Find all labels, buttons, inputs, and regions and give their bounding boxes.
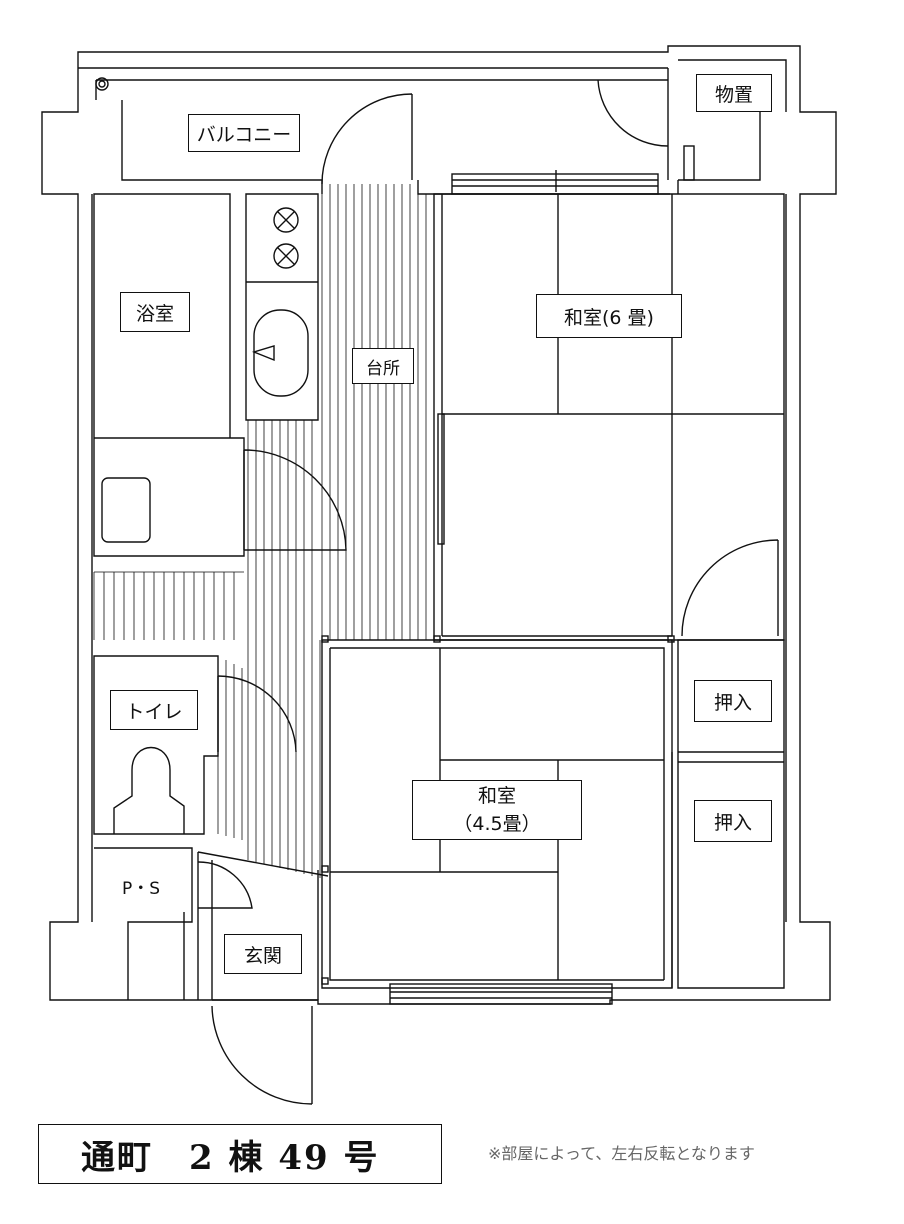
balcony-door [321, 93, 413, 185]
closet-door [681, 539, 779, 637]
washitsu6-label: 和室(6 畳) [536, 294, 682, 338]
closet-lower-label: 押入 [694, 800, 772, 842]
balcony-rail [78, 67, 668, 112]
ps-label: P・S [121, 878, 161, 899]
closet-upper-label: 押入 [694, 680, 772, 722]
storage-door [597, 79, 669, 147]
stove-burner [273, 243, 299, 269]
bath-label: 浴室 [120, 292, 190, 332]
unit-title: 通町 2 棟 49 号 [38, 1124, 442, 1184]
washitsu45-label-line2: （4.5畳） [453, 813, 541, 835]
toilet-door [217, 675, 297, 753]
washitsu6-walls [433, 193, 785, 641]
bath-walls [93, 193, 245, 557]
stove-burner [273, 207, 299, 233]
toilet-bowl [113, 746, 185, 834]
ps-door [197, 861, 253, 909]
bath-door [243, 449, 347, 551]
balcony-window [451, 173, 659, 195]
toilet-label: トイレ [110, 690, 198, 730]
kitchen-label: 台所 [352, 348, 414, 384]
kitchen-counter [245, 193, 319, 421]
washitsu45-label-line1: 和室 [477, 785, 516, 807]
outer-wall [41, 45, 837, 1005]
toilet-walls [93, 655, 219, 835]
washitsu45-label: 和室 （4.5畳） [412, 780, 582, 840]
inner-wall-line [91, 194, 787, 922]
front-door [211, 1005, 313, 1105]
balcony-label: バルコニー [188, 114, 300, 152]
room-window [389, 983, 613, 1005]
entrance-walls [197, 851, 329, 1001]
sink [253, 309, 309, 397]
entrance-label: 玄関 [224, 934, 302, 974]
kitchen-floor [93, 184, 427, 878]
ps-walls [94, 847, 193, 1000]
storage-room [678, 59, 787, 181]
storage-label: 物置 [696, 74, 772, 112]
washing-machine [101, 477, 151, 543]
mirror-note: ※部屋によって、左右反転となります [488, 1144, 755, 1163]
closet-walls [671, 639, 785, 989]
